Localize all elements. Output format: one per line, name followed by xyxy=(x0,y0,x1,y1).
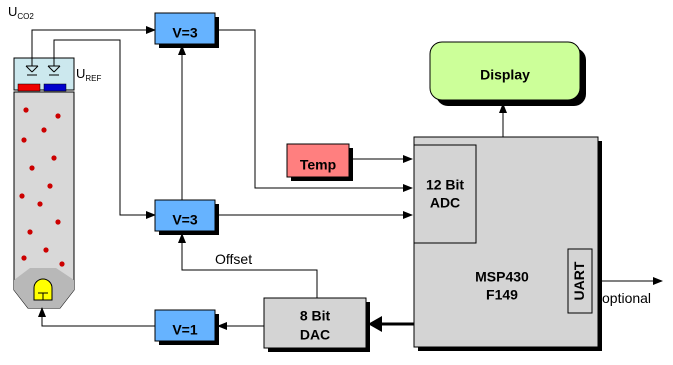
dac-label-line2: DAC xyxy=(300,327,330,343)
electrode-co2 xyxy=(25,44,39,76)
amplifier-top: V=3 xyxy=(154,12,219,48)
u-co2-label: UCO2 xyxy=(8,4,34,21)
temp-label: Temp xyxy=(300,157,336,173)
uart-label: UART xyxy=(571,261,587,300)
mcu-label-line2: F149 xyxy=(486,287,518,303)
amplifier-bottom: V=1 xyxy=(154,309,219,345)
amplifier-mid: V=3 xyxy=(154,199,219,235)
display-label: Display xyxy=(480,67,530,83)
electrode-ref xyxy=(47,44,61,76)
adc-block: 12 Bit ADC xyxy=(413,144,477,244)
electrode-red-pad xyxy=(17,83,41,92)
optional-label: optional xyxy=(602,290,651,306)
uart-block: UART xyxy=(567,248,593,314)
mcu-label-line1: MSP430 xyxy=(475,269,529,285)
co2-sensor: UCO2 UREF xyxy=(8,4,102,309)
amp-bottom-label: V=1 xyxy=(172,322,198,338)
temp-sensor-block: Temp xyxy=(286,143,353,181)
gas-particles xyxy=(19,107,65,267)
display-block: Display xyxy=(429,41,586,106)
dac-block: 8 Bit DAC xyxy=(263,297,370,352)
electrode-blue-pad xyxy=(43,83,67,92)
amp-top-label: V=3 xyxy=(172,25,198,41)
adc-label-line2: ADC xyxy=(430,195,460,211)
lamp-icon xyxy=(33,278,53,301)
signal-wires xyxy=(31,26,663,330)
dac-label-line1: 8 Bit xyxy=(300,308,331,324)
u-ref-label: UREF xyxy=(76,66,102,83)
offset-label: Offset xyxy=(215,251,252,267)
amp-mid-label: V=3 xyxy=(172,212,198,228)
adc-label-line1: 12 Bit xyxy=(426,177,464,193)
